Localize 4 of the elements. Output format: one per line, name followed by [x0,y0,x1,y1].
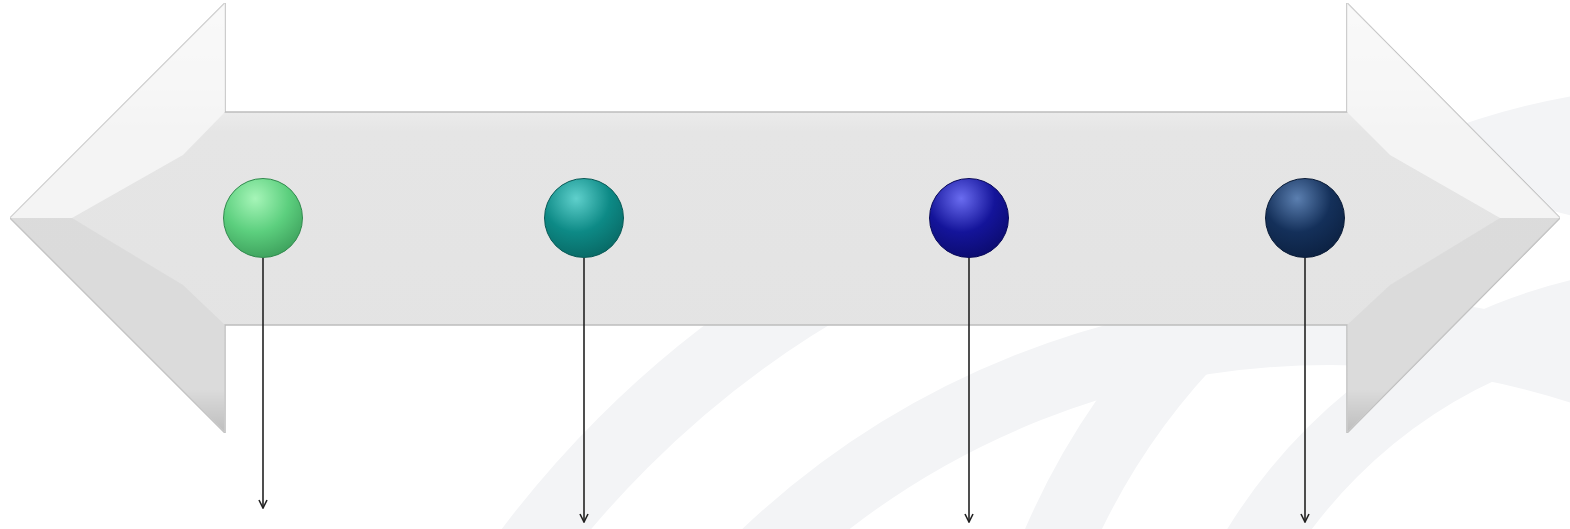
arrow [579,257,589,523]
arrow [1300,257,1310,523]
arrow [964,257,974,523]
arrow [258,257,268,509]
